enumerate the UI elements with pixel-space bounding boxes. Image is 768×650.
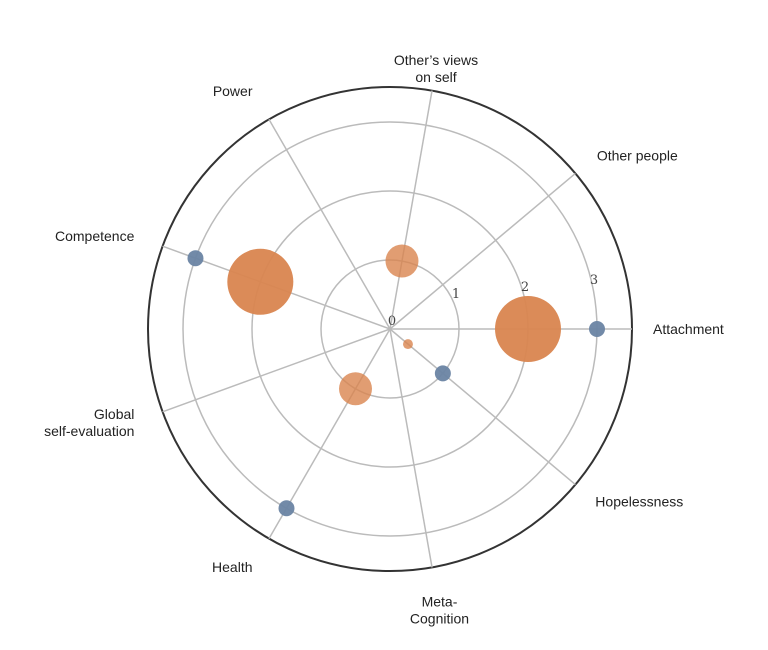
- radial-tick-label: 1: [452, 287, 460, 302]
- category-label-line: Health: [212, 559, 252, 575]
- spoke-1: [389, 172, 576, 330]
- radial-tick-label: 3: [590, 273, 598, 288]
- category-label-line: Other people: [597, 147, 678, 163]
- category-label: Health: [212, 559, 252, 575]
- category-label-line: Power: [213, 83, 253, 99]
- category-label-line: Other’s views: [394, 52, 478, 68]
- category-label: Attachment: [653, 321, 724, 337]
- category-label-line: self-evaluation: [44, 423, 134, 439]
- category-label-line: Hopelessness: [595, 493, 683, 509]
- data-point-orange: [495, 296, 561, 362]
- data-point-orange: [227, 248, 294, 315]
- spoke-5: [162, 328, 391, 413]
- data-point-orange: [403, 339, 413, 350]
- category-label-line: Cognition: [410, 611, 469, 627]
- category-label: Other people: [597, 147, 678, 163]
- category-label-line: Attachment: [653, 321, 724, 337]
- spoke-3: [268, 119, 391, 330]
- category-label-line: Competence: [55, 228, 135, 244]
- category-label-line: on self: [415, 69, 456, 85]
- category-label: Competence: [55, 228, 135, 244]
- data-point-blue: [187, 250, 204, 267]
- category-label-line: Global: [94, 406, 134, 422]
- data-point-orange: [385, 244, 419, 278]
- data-point-orange: [339, 372, 372, 406]
- spoke-8: [389, 328, 576, 486]
- category-label: Hopelessness: [595, 493, 683, 509]
- spoke-7: [389, 328, 433, 568]
- category-label: Power: [213, 83, 253, 99]
- data-point-blue: [434, 365, 451, 382]
- data-point-blue: [278, 500, 295, 517]
- radial-tick-label: 2: [521, 280, 529, 295]
- data-point-blue: [589, 321, 605, 337]
- radial-tick-label: 0: [388, 314, 396, 329]
- category-label-line: Meta-: [422, 594, 458, 610]
- spoke-2: [389, 90, 433, 330]
- category-label: Meta-Cognition: [410, 594, 469, 627]
